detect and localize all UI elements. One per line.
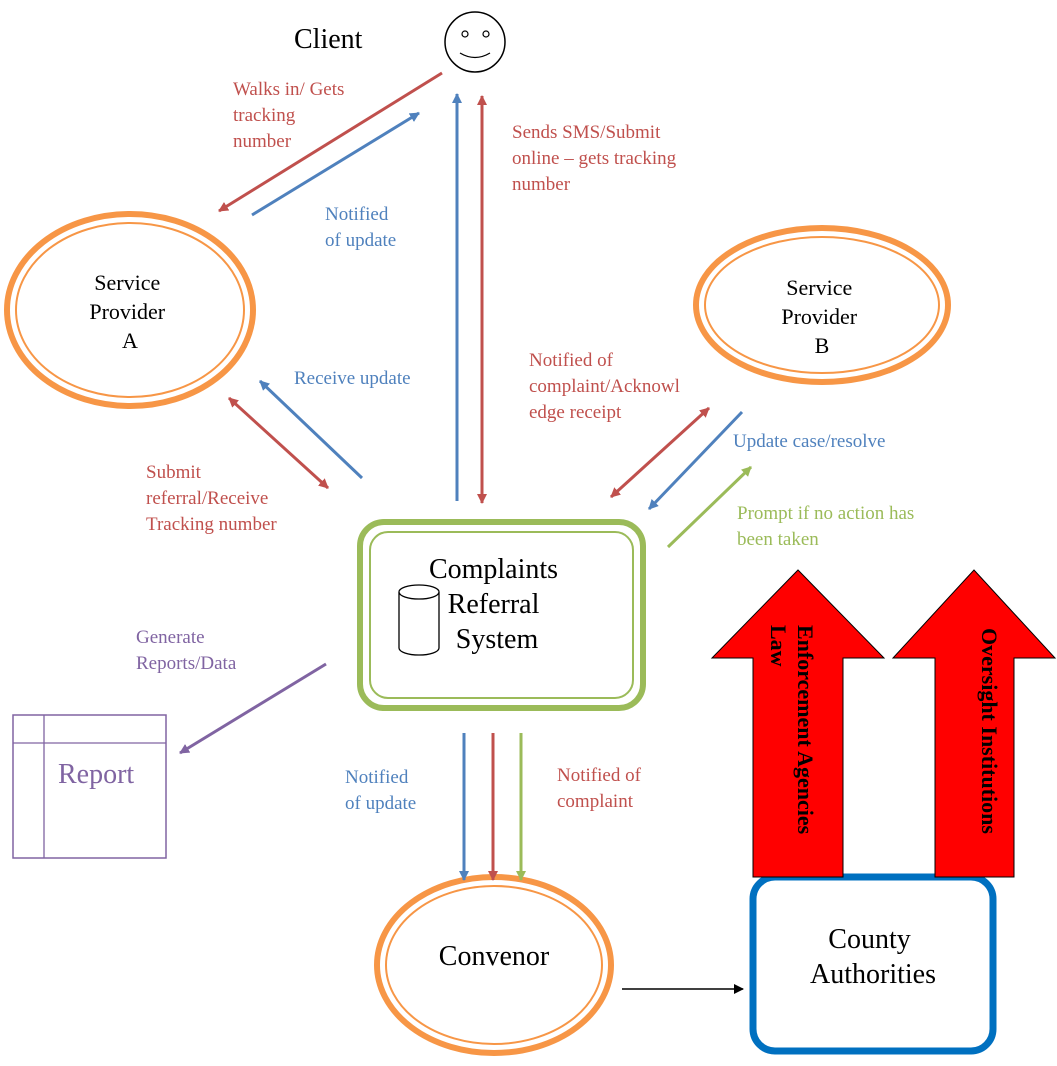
update-case-arrow: [647, 410, 744, 511]
sends-sms-label: Sends SMS/Submit online – gets tracking …: [512, 122, 681, 195]
notified-complaint-b-label: Notified of complaint/Acknowl edge recei…: [529, 350, 685, 423]
walks-in-label: Walks in/ Gets tracking number: [233, 79, 349, 152]
prompt-label: Prompt if no action has been taken: [737, 503, 919, 550]
notified-complaint-convenor-label: Notified of complaint: [557, 765, 646, 812]
submit-referral-arrow: [227, 396, 330, 490]
report-label: Report: [58, 759, 134, 790]
oversight-institutions-label: Oversight Institutions: [977, 628, 1002, 834]
notified-update-a-arrow: [251, 111, 420, 217]
notified-update-a-label: Notified of update: [325, 204, 396, 251]
notified-complaint-b-arrow: [609, 406, 711, 499]
service-provider-b-label: Service Provider B: [781, 275, 862, 358]
law-enforcement-label: Law Enforcement Agencies: [766, 625, 818, 835]
service-provider-a-node: Service Provider A: [4, 211, 256, 409]
convenor-label: Convenor: [439, 941, 550, 972]
client-node: Client: [294, 11, 506, 73]
receive-update-arrow: [258, 379, 364, 480]
update-case-label: Update case/resolve: [733, 431, 885, 452]
service-provider-a-label: Service Provider A: [89, 270, 170, 353]
receive-update-label: Receive update: [294, 368, 411, 389]
prompt-arrow: [666, 465, 753, 549]
county-authorities-node: County Authorities: [749, 873, 997, 1055]
notified-update-convenor-label: Notified of update: [345, 767, 416, 814]
service-provider-b-node: Service Provider B: [693, 225, 951, 385]
oversight-institutions-arrow: Oversight Institutions: [891, 569, 1057, 878]
complaints-referral-system-node: Complaints Referral System: [357, 519, 646, 711]
report-node: Report: [12, 714, 167, 859]
generate-reports-arrow: [179, 662, 327, 755]
submit-referral-label: Submit referral/Receive Tracking number: [146, 462, 277, 535]
law-enforcement-arrow: Law Enforcement Agencies: [710, 569, 886, 878]
walks-in-arrow: [218, 71, 443, 213]
database-icon: [398, 584, 440, 656]
client-label: Client: [294, 24, 363, 55]
generate-reports-label: Generate Reports/Data: [136, 627, 237, 674]
system-label: Complaints Referral System: [429, 554, 565, 655]
convenor-node: Convenor: [374, 874, 614, 1056]
county-authorities-label: County Authorities: [810, 924, 936, 990]
smiley-face-icon: [444, 11, 506, 73]
